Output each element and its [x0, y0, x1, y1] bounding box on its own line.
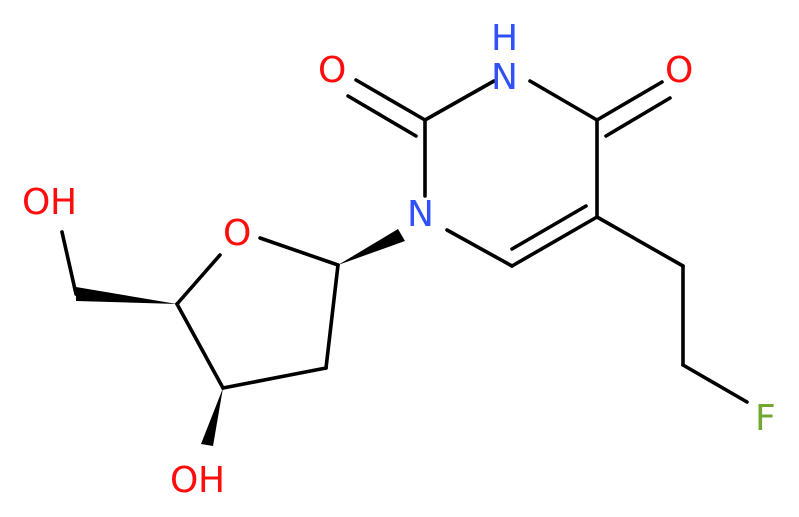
atom-o-ring: O — [223, 213, 251, 254]
atom-n-imide: N — [491, 57, 518, 98]
bond-c4-o-b — [604, 96, 672, 138]
bond-c4p-oring — [175, 253, 222, 306]
bond-c2-n3 — [423, 79, 496, 122]
bonds — [60, 78, 749, 446]
bond-c5p-oh — [60, 230, 78, 296]
bond-ch2-f — [681, 363, 749, 404]
atom-fluorine: F — [755, 398, 776, 439]
atom-h-hydroxyl: H — [198, 460, 225, 501]
atom-labels: O H N O O H O N F O H — [22, 18, 776, 501]
bond-c6-n1 — [445, 228, 514, 268]
atom-h-hydroxymethyl: H — [50, 182, 77, 223]
bond-c2-o-b — [346, 94, 418, 138]
bond-n3-c4 — [528, 79, 599, 122]
bond-oring-c1p — [258, 236, 340, 267]
atom-o-hydroxyl: O — [170, 460, 198, 501]
bond-c3p-c4p — [175, 302, 225, 390]
bond-c4-o-a — [595, 80, 664, 122]
bond-c2p-c3p — [221, 366, 328, 390]
bond-c1p-c2p — [324, 263, 340, 370]
atom-o-hydroxymethyl: O — [22, 182, 50, 223]
bond-c5-ch2 — [595, 215, 685, 268]
wedge-c3p-oh — [201, 388, 223, 446]
atom-n1: N — [407, 194, 434, 235]
bond-c5-c6-inner — [510, 204, 588, 251]
wedge-c4p-c5p — [76, 287, 177, 304]
bond-c5-c6 — [510, 215, 599, 268]
atom-h-imide: H — [491, 18, 518, 59]
atom-o-carbonyl-4: O — [665, 50, 693, 91]
atom-o-carbonyl-2: O — [318, 50, 346, 91]
bond-c2-o-a — [354, 78, 427, 122]
wedge-c1p-n1 — [338, 229, 405, 265]
